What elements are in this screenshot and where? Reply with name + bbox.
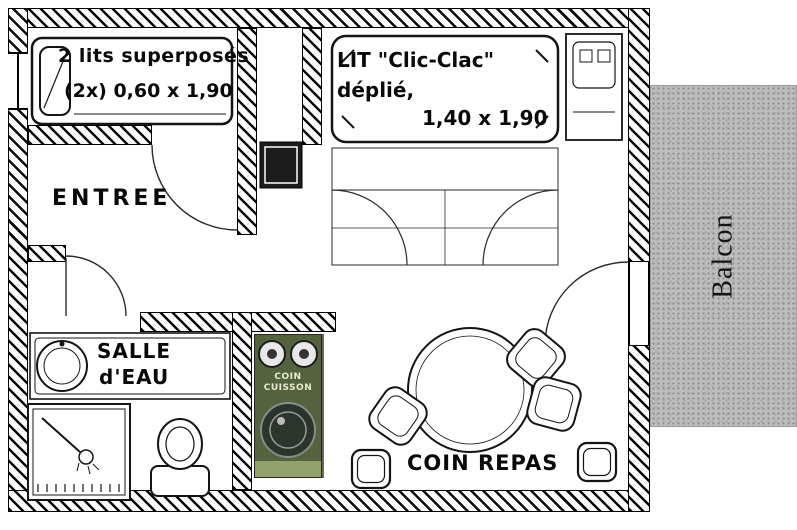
balcony-door-opening [628, 262, 650, 345]
wall-kitchen-west [232, 312, 252, 490]
clicclac-label-line2: déplié, [337, 78, 415, 102]
chair [526, 376, 582, 432]
balcony-area: Balcon [650, 85, 797, 427]
chair [506, 328, 566, 388]
stool [350, 448, 392, 490]
bed-unfolded-outline [331, 147, 559, 266]
bunkroom-label-line2: (2x) 0,60 x 1,90 [64, 80, 233, 102]
wall-bottom [8, 490, 650, 512]
balcony-label: Balcon [707, 213, 739, 299]
window-pane-line [17, 54, 19, 108]
washbasin-icon [36, 340, 88, 392]
bathroom-label-line2: d'EAU [99, 365, 170, 389]
wall-center-vert [237, 28, 257, 235]
balcony-door-arc [544, 261, 629, 346]
door-jamb-line [628, 262, 630, 345]
kitchen-label-line2: CUISSON [263, 383, 313, 393]
entrance-label: ENTREE [52, 186, 172, 211]
kitchen-label: COIN CUISSON [254, 372, 322, 394]
stool [576, 441, 618, 483]
kitchen-label-line1: COIN [274, 372, 302, 382]
chair [368, 386, 428, 446]
bathroom-door-arc [65, 255, 127, 317]
bathroom-label-line1: SALLE [97, 339, 172, 363]
kitchen-counter-strip [255, 461, 321, 477]
wall-clicclac-west [302, 28, 322, 145]
shower-tray [27, 403, 131, 501]
kitchen-unit [254, 334, 322, 478]
window [8, 52, 28, 110]
shower-icon [41, 417, 81, 453]
closet-door [259, 141, 303, 189]
clicclac-label-line3: 1,40 x 1,90 [422, 106, 548, 130]
wall-right-lower [628, 345, 650, 512]
wall-right-upper [628, 8, 650, 262]
dining-label: COIN REPAS [407, 451, 559, 475]
wardrobe [565, 33, 623, 141]
clicclac-label-line1: LIT "Clic-Clac" [337, 48, 495, 72]
wall-top [8, 8, 650, 28]
bunkroom-label-line1: 2 lits superposés [58, 45, 250, 67]
door-jamb-line [648, 262, 650, 345]
dining-table [407, 327, 533, 453]
wall-bunkroom-south [28, 125, 152, 145]
wall-hall-stub [28, 245, 66, 262]
